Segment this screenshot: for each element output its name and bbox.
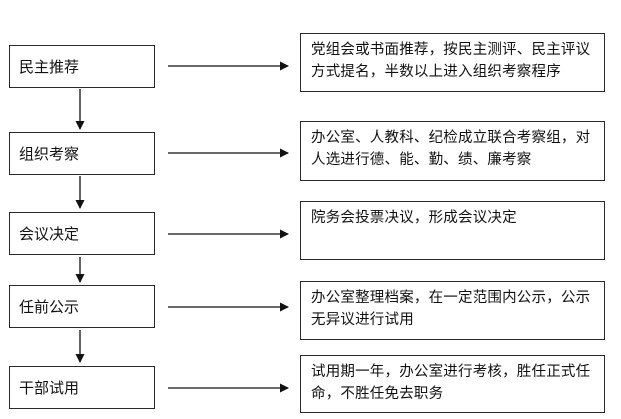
desc-box-trial: 试用期一年，办公室进行考核，胜任正式任命，不胜任免去职务: [300, 355, 605, 413]
step-description: 办公室、人教科、纪检成立联合考察组，对人选进行德、能、勤、绩、廉考察: [311, 130, 591, 168]
step-label: 会议决定: [19, 225, 80, 243]
desc-box-recommendation: 党组会或书面推荐，按民主测评、民主评议方式提名，半数以上进入组织考察程序: [300, 33, 605, 92]
step-box-publicity: 任前公示: [9, 285, 155, 328]
step-box-inspection: 组织考察: [9, 132, 155, 175]
step-label: 民主推荐: [19, 58, 80, 76]
step-label: 干部试用: [19, 379, 80, 397]
step-description: 试用期一年，办公室进行考核，胜任正式任命，不胜任免去职务: [311, 364, 591, 402]
desc-box-decision: 院务会投票决议，形成会议决定: [300, 201, 605, 260]
desc-box-inspection: 办公室、人教科、纪检成立联合考察组，对人选进行德、能、勤、绩、廉考察: [300, 121, 605, 181]
step-label: 任前公示: [19, 298, 80, 316]
step-description: 党组会或书面推荐，按民主测评、民主评议方式提名，半数以上进入组织考察程序: [311, 42, 591, 80]
step-box-trial: 干部试用: [9, 366, 155, 409]
step-box-recommendation: 民主推荐: [9, 45, 155, 88]
step-box-decision: 会议决定: [9, 212, 155, 255]
step-description: 办公室整理档案，在一定范围内公示，公示无异议进行试用: [311, 290, 591, 328]
step-description: 院务会投票决议，形成会议决定: [311, 210, 517, 226]
step-label: 组织考察: [19, 145, 80, 163]
desc-box-publicity: 办公室整理档案，在一定范围内公示，公示无异议进行试用: [300, 281, 605, 340]
